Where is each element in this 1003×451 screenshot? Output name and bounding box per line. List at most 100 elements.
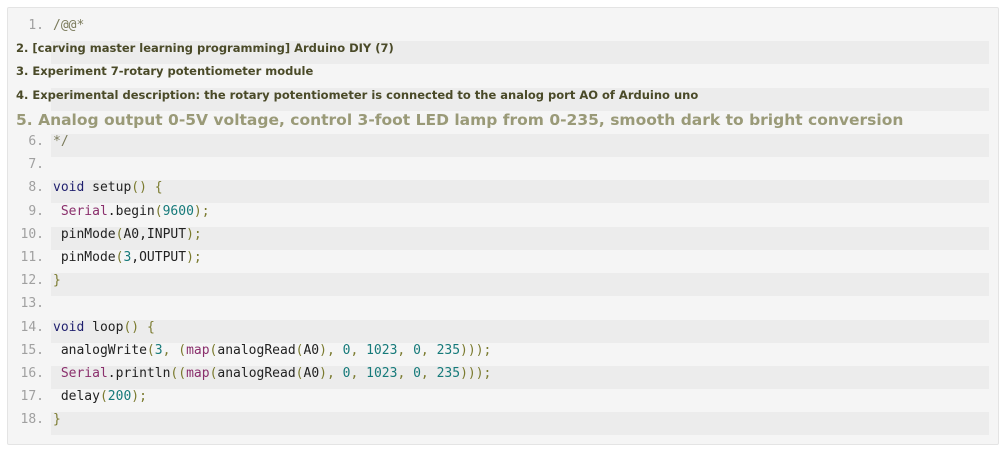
- code-token: 3: [154, 342, 163, 358]
- code-token: setup: [84, 180, 132, 196]
- line-stripe: [51, 87, 989, 111]
- code-token: }: [53, 412, 61, 428]
- code-token: ,OUTPUT: [131, 250, 187, 265]
- code-token: (: [295, 366, 304, 381]
- code-text: delay(200);: [53, 389, 147, 404]
- line-number: 10.: [20, 226, 44, 242]
- code-token: 200: [107, 389, 132, 405]
- code-token: [53, 366, 61, 381]
- code-token: Serial: [60, 366, 108, 381]
- code-token: ),: [319, 366, 343, 381]
- line-number: 8.: [28, 180, 44, 196]
- code-line: 5. Analog output 0-5V voltage, control 3…: [8, 111, 998, 134]
- code-token: ,: [420, 366, 437, 381]
- line-number: 9.: [28, 203, 44, 219]
- code-token: );: [131, 389, 147, 405]
- code-token: 0: [342, 366, 351, 381]
- code-token: map: [186, 366, 210, 381]
- code-token: analogRead: [217, 342, 296, 358]
- line-stripe: [51, 134, 989, 157]
- code-token: map: [186, 342, 210, 358]
- line-stripe: [51, 412, 989, 436]
- code-token: A0: [303, 366, 320, 381]
- code-token: */: [53, 134, 69, 149]
- code-line: 15. analogWrite(3, (map(analogRead(A0), …: [8, 343, 998, 366]
- code-token: analogWrite: [53, 342, 147, 358]
- code-line: 6.*/: [8, 134, 998, 157]
- code-token: pinMode: [53, 250, 116, 265]
- code-token: ,: [350, 366, 367, 381]
- code-token: (: [146, 342, 155, 358]
- code-token: (: [99, 389, 108, 405]
- code-text: Serial.begin(9600);: [53, 204, 210, 219]
- code-line: 3. Experiment 7-rotary potentiometer mod…: [8, 64, 998, 87]
- line-number: 1.: [28, 18, 44, 33]
- code-line: 17. delay(200);: [8, 389, 998, 412]
- line-stripe: [51, 273, 989, 297]
- line-number: 13.: [20, 296, 44, 312]
- code-token: .begin: [107, 203, 155, 219]
- line-number: 12.: [20, 273, 44, 289]
- code-token: 3: [123, 250, 132, 265]
- code-token: {: [146, 319, 155, 335]
- code-text: }: [53, 412, 61, 427]
- line-stripe: [51, 296, 989, 319]
- code-token: .println: [107, 366, 171, 381]
- code-token: 9600: [162, 203, 194, 219]
- code-token: A0,INPUT: [123, 226, 187, 242]
- code-text: analogWrite(3, (map(analogRead(A0), 0, 1…: [53, 342, 492, 358]
- code-text: pinMode(A0,INPUT);: [53, 227, 202, 242]
- line-number: 18.: [20, 412, 44, 428]
- code-token: ,: [397, 366, 414, 381]
- code-token: ,: [350, 342, 367, 358]
- comment-text: 2. [carving master learning programming]…: [16, 41, 394, 56]
- code-line: 9. Serial.begin(9600);: [8, 204, 998, 227]
- code-text: Serial.println((map(analogRead(A0), 0, 1…: [53, 366, 492, 381]
- code-token: (: [154, 203, 163, 219]
- code-block: 1. /@@* 2. [carving master learning progra…: [7, 7, 999, 445]
- comment-text: 3. Experiment 7-rotary potentiometer mod…: [16, 64, 314, 79]
- code-token: 0: [413, 342, 421, 358]
- code-line: 2. [carving master learning programming]…: [8, 41, 998, 65]
- line-stripe: [51, 180, 989, 204]
- code-text: /@@*: [53, 18, 84, 33]
- line-stripe: [51, 226, 989, 250]
- line-stripe: [51, 319, 989, 343]
- code-token: {: [154, 180, 163, 196]
- code-token: [139, 320, 147, 335]
- code-text: void setup() {: [53, 180, 163, 195]
- code-token: void: [53, 180, 85, 196]
- code-token: delay: [53, 389, 100, 405]
- code-line: 14. void loop() {: [8, 319, 998, 343]
- code-token: ,: [397, 342, 414, 358]
- code-token: (): [131, 180, 147, 196]
- line-number: 15.: [20, 342, 44, 358]
- code-token: ,: [420, 342, 437, 358]
- code-token: );: [186, 226, 202, 242]
- code-token: analogRead: [217, 366, 296, 381]
- code-text: pinMode(3,OUTPUT);: [53, 250, 202, 265]
- line-stripe: [51, 18, 989, 41]
- code-token: ((: [170, 366, 187, 381]
- code-line: 18.}: [8, 412, 998, 436]
- code-token: 1023: [366, 366, 398, 381]
- code-token: (: [295, 342, 304, 358]
- line-number: 17.: [20, 389, 44, 405]
- code-token: (): [123, 319, 140, 335]
- code-token: /@@*: [53, 18, 85, 33]
- code-token: pinMode: [53, 226, 116, 242]
- code-token: [147, 180, 155, 195]
- code-token: ),: [319, 342, 343, 358]
- code-text: */: [53, 134, 69, 149]
- line-stripe: [51, 389, 989, 412]
- code-line: 11. pinMode(3,OUTPUT);: [8, 250, 998, 273]
- code-token: (: [115, 250, 124, 265]
- code-token: void: [53, 319, 85, 335]
- code-text: }: [53, 273, 61, 288]
- code-token: (: [115, 226, 124, 242]
- code-token: loop: [84, 319, 124, 335]
- code-line: 10. pinMode(A0,INPUT);: [8, 226, 998, 250]
- code-token: 1023: [366, 342, 398, 358]
- code-line: 16. Serial.println((map(analogRead(A0), …: [8, 366, 998, 389]
- line-number: 14.: [20, 319, 44, 335]
